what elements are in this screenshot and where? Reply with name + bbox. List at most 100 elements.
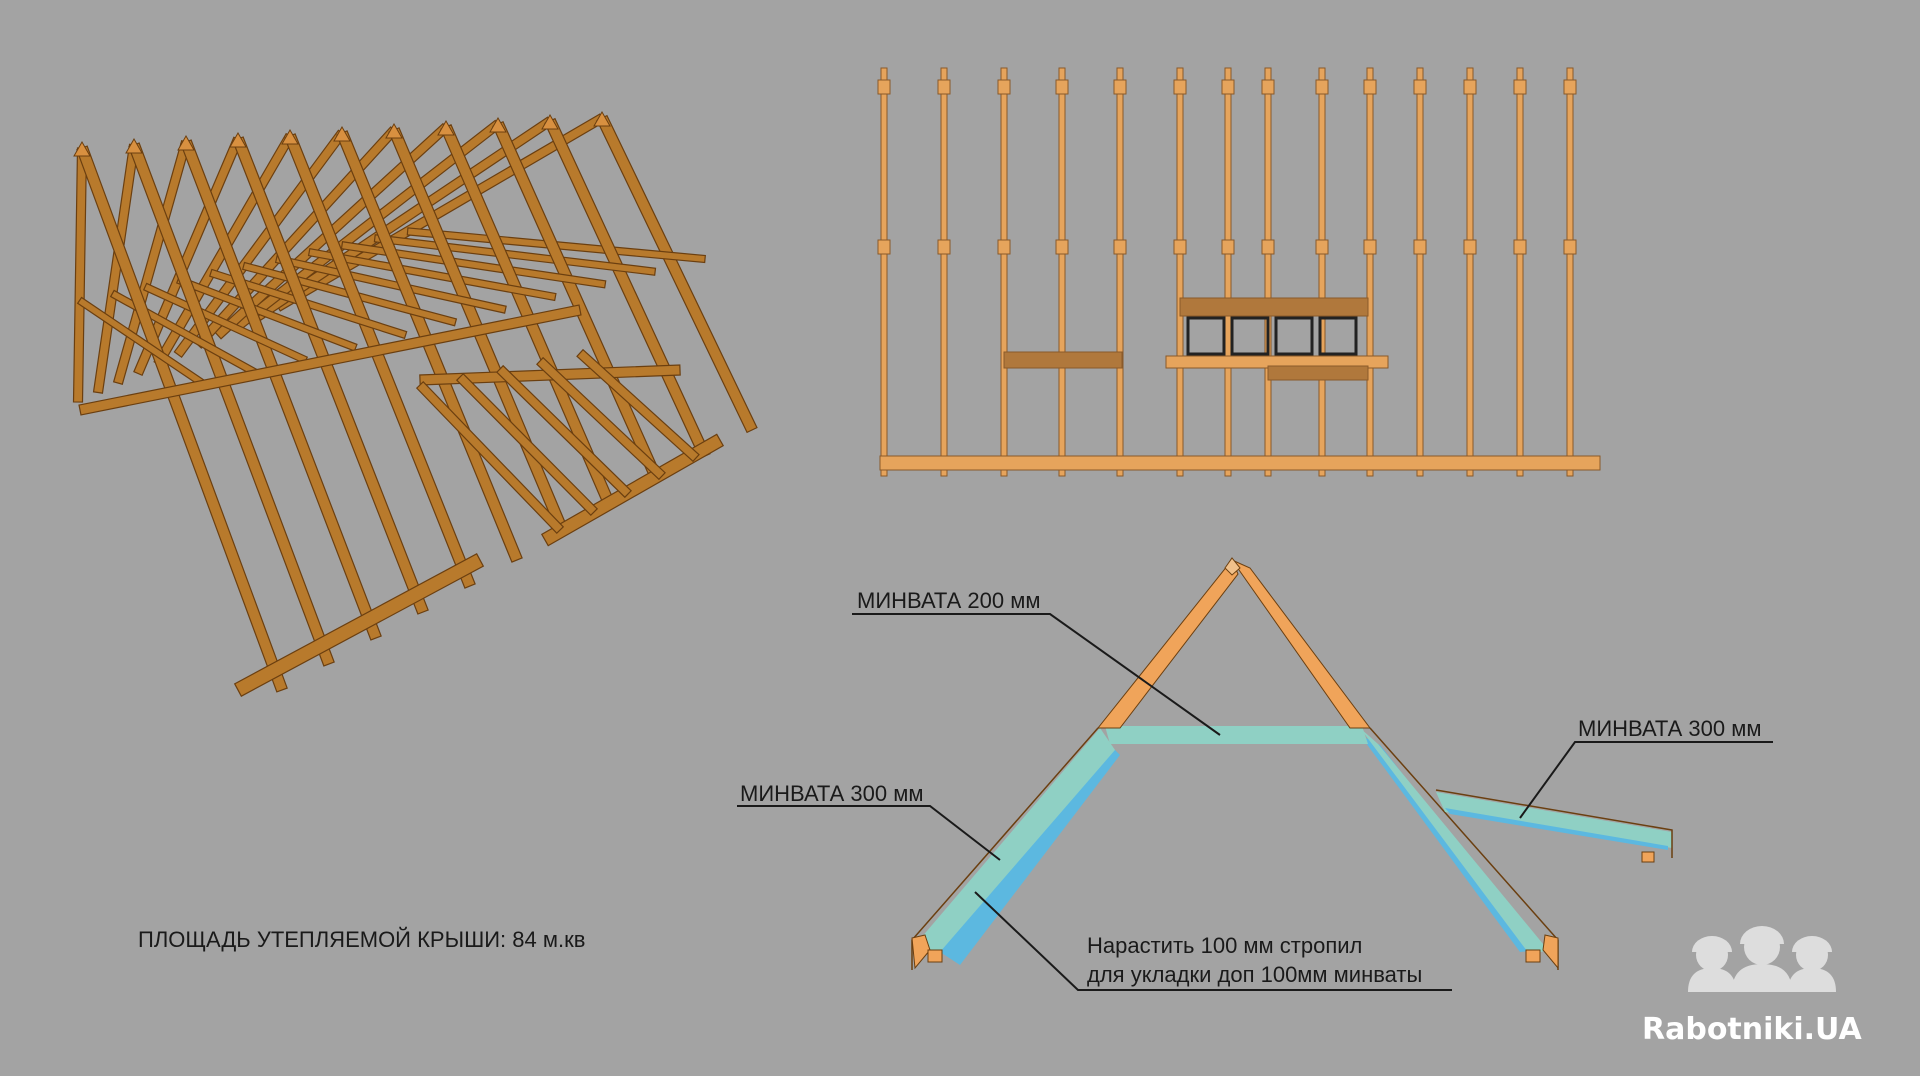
wall-plate-back <box>78 304 582 416</box>
plan-rafter-joint <box>937 79 951 95</box>
ridge-cap <box>437 119 455 136</box>
plan-rafter-joint <box>877 239 891 255</box>
plan-rafter <box>1416 67 1424 477</box>
leader-minvata-200 <box>852 613 1221 736</box>
plan-rafter <box>1116 67 1124 477</box>
plan-rafter-joint <box>1563 239 1577 255</box>
ridge-cap <box>73 140 91 157</box>
plan-rafter-joint <box>1055 239 1069 255</box>
leader-minvata-300-left <box>737 805 1001 861</box>
truss-collar <box>340 241 607 289</box>
plan-rafter-joint <box>997 239 1011 255</box>
label-minvata-200: МИНВАТА 200 мм <box>857 588 1041 613</box>
label-extend-line2: для укладки доп 100мм минваты <box>1087 962 1422 987</box>
ridge-cap <box>541 113 559 130</box>
wall-plate-left <box>927 949 943 963</box>
collar-insulation <box>1105 726 1368 744</box>
workers-helmet-icon <box>1688 926 1836 992</box>
lean-to-rafter <box>576 348 700 463</box>
plan-opening-trimmer-2 <box>1179 297 1369 317</box>
plan-rafter <box>1264 67 1272 477</box>
plan-rafter-joint <box>1463 239 1477 255</box>
plan-rafter-joint <box>1413 79 1427 95</box>
plan-rafter-joint <box>997 79 1011 95</box>
plan-rafter <box>880 67 888 477</box>
plan-rafter-joint <box>937 239 951 255</box>
plan-rafter-joint <box>1261 239 1275 255</box>
plan-rafter <box>1176 67 1184 477</box>
rafter-plan-view <box>877 67 1601 477</box>
rafter-insulation-right <box>1360 728 1548 955</box>
plan-rafter-joint <box>1315 79 1329 95</box>
lean-to-rafter <box>415 381 565 534</box>
lean-to-rafter <box>496 364 632 499</box>
ridge-cap <box>489 116 507 133</box>
plan-rafter-joint <box>1315 239 1329 255</box>
plan-rafter-joint <box>1173 79 1187 95</box>
lean-to-extra-insulation <box>1445 808 1668 850</box>
plan-wall-plate <box>879 455 1601 471</box>
truss-collar <box>142 282 309 365</box>
plan-rafter-joint <box>1261 79 1275 95</box>
plan-rafter <box>1516 67 1524 477</box>
plan-rafter-joint <box>1363 239 1377 255</box>
rafter-frame-3d <box>72 110 758 697</box>
plan-rafter <box>1466 67 1474 477</box>
plan-rafter <box>1318 67 1326 477</box>
lean-to-insulation <box>1436 792 1672 848</box>
plan-rafter <box>1224 67 1232 477</box>
eave-right <box>1542 934 1559 970</box>
ridge-cap <box>177 134 195 151</box>
label-minvata-300-left: МИНВАТА 300 мм <box>740 781 924 806</box>
plan-rafter-joint <box>1513 79 1527 95</box>
truss-collar <box>307 247 557 302</box>
plan-opening-trimmer-3 <box>1267 365 1369 381</box>
plan-rafter <box>1058 67 1066 477</box>
plan-rafter-joint <box>1513 239 1527 255</box>
plan-rafter-joint <box>1363 79 1377 95</box>
plan-opening-cell <box>1318 316 1358 356</box>
lean-to-rafter <box>455 372 599 517</box>
plan-rafter <box>1366 67 1374 477</box>
lean-to-outline <box>1435 789 1673 858</box>
leader-extend-note <box>974 891 1452 991</box>
rafter-upper-left <box>1096 559 1239 729</box>
plan-rafter-joint <box>1563 79 1577 95</box>
roof-area-label: ПЛОЩАДЬ УТЕПЛЯЕМОЙ КРЫШИ: 84 м.кв <box>138 927 585 952</box>
ridge-cap <box>593 110 611 127</box>
leader-minvata-300-right <box>1519 741 1773 819</box>
plan-rafter-joint <box>1173 239 1187 255</box>
plan-opening-cell <box>1186 316 1226 356</box>
truss-rafter-left <box>72 147 88 403</box>
watermark-text: Rabotniki.UA <box>1642 1012 1862 1047</box>
plan-rafter-joint <box>1221 79 1235 95</box>
plan-opening-trimmer-1 <box>1003 351 1123 369</box>
plan-opening-cell <box>1230 316 1270 356</box>
plan-rafter-joint <box>1055 79 1069 95</box>
plan-rafter-joint <box>1221 239 1235 255</box>
plan-rafter <box>1000 67 1008 477</box>
plan-rafter <box>940 67 948 477</box>
ridge-cap <box>333 125 351 142</box>
rafter-insulation-left <box>915 728 1115 952</box>
rafter-upper-right <box>1230 558 1371 729</box>
lean-to-plate <box>540 433 725 547</box>
ridge-cap <box>385 122 403 139</box>
watermark: Rabotniki.UA <box>1642 926 1862 1047</box>
ridge-cap <box>281 128 299 145</box>
wall-plate-right <box>1525 949 1541 963</box>
truss-rafter-right <box>76 145 288 693</box>
plan-rafter-joint <box>1113 239 1127 255</box>
plan-opening-cell <box>1274 316 1314 356</box>
lean-to-plate <box>1641 851 1655 863</box>
plan-rafter <box>1566 67 1574 477</box>
lean-to-rafter <box>536 356 666 481</box>
plan-rafter-joint <box>1113 79 1127 95</box>
label-minvata-300-right: МИНВАТА 300 мм <box>1578 716 1762 741</box>
label-extend-line1: Нарастить 100 мм стропил <box>1087 933 1362 958</box>
truss-rafter-right <box>128 142 335 667</box>
roof-section-insulation: МИНВАТА 200 мм МИНВАТА 300 мм МИНВАТА 30… <box>737 557 1773 991</box>
truss-collar <box>274 254 507 314</box>
ridge-cap <box>125 137 143 154</box>
